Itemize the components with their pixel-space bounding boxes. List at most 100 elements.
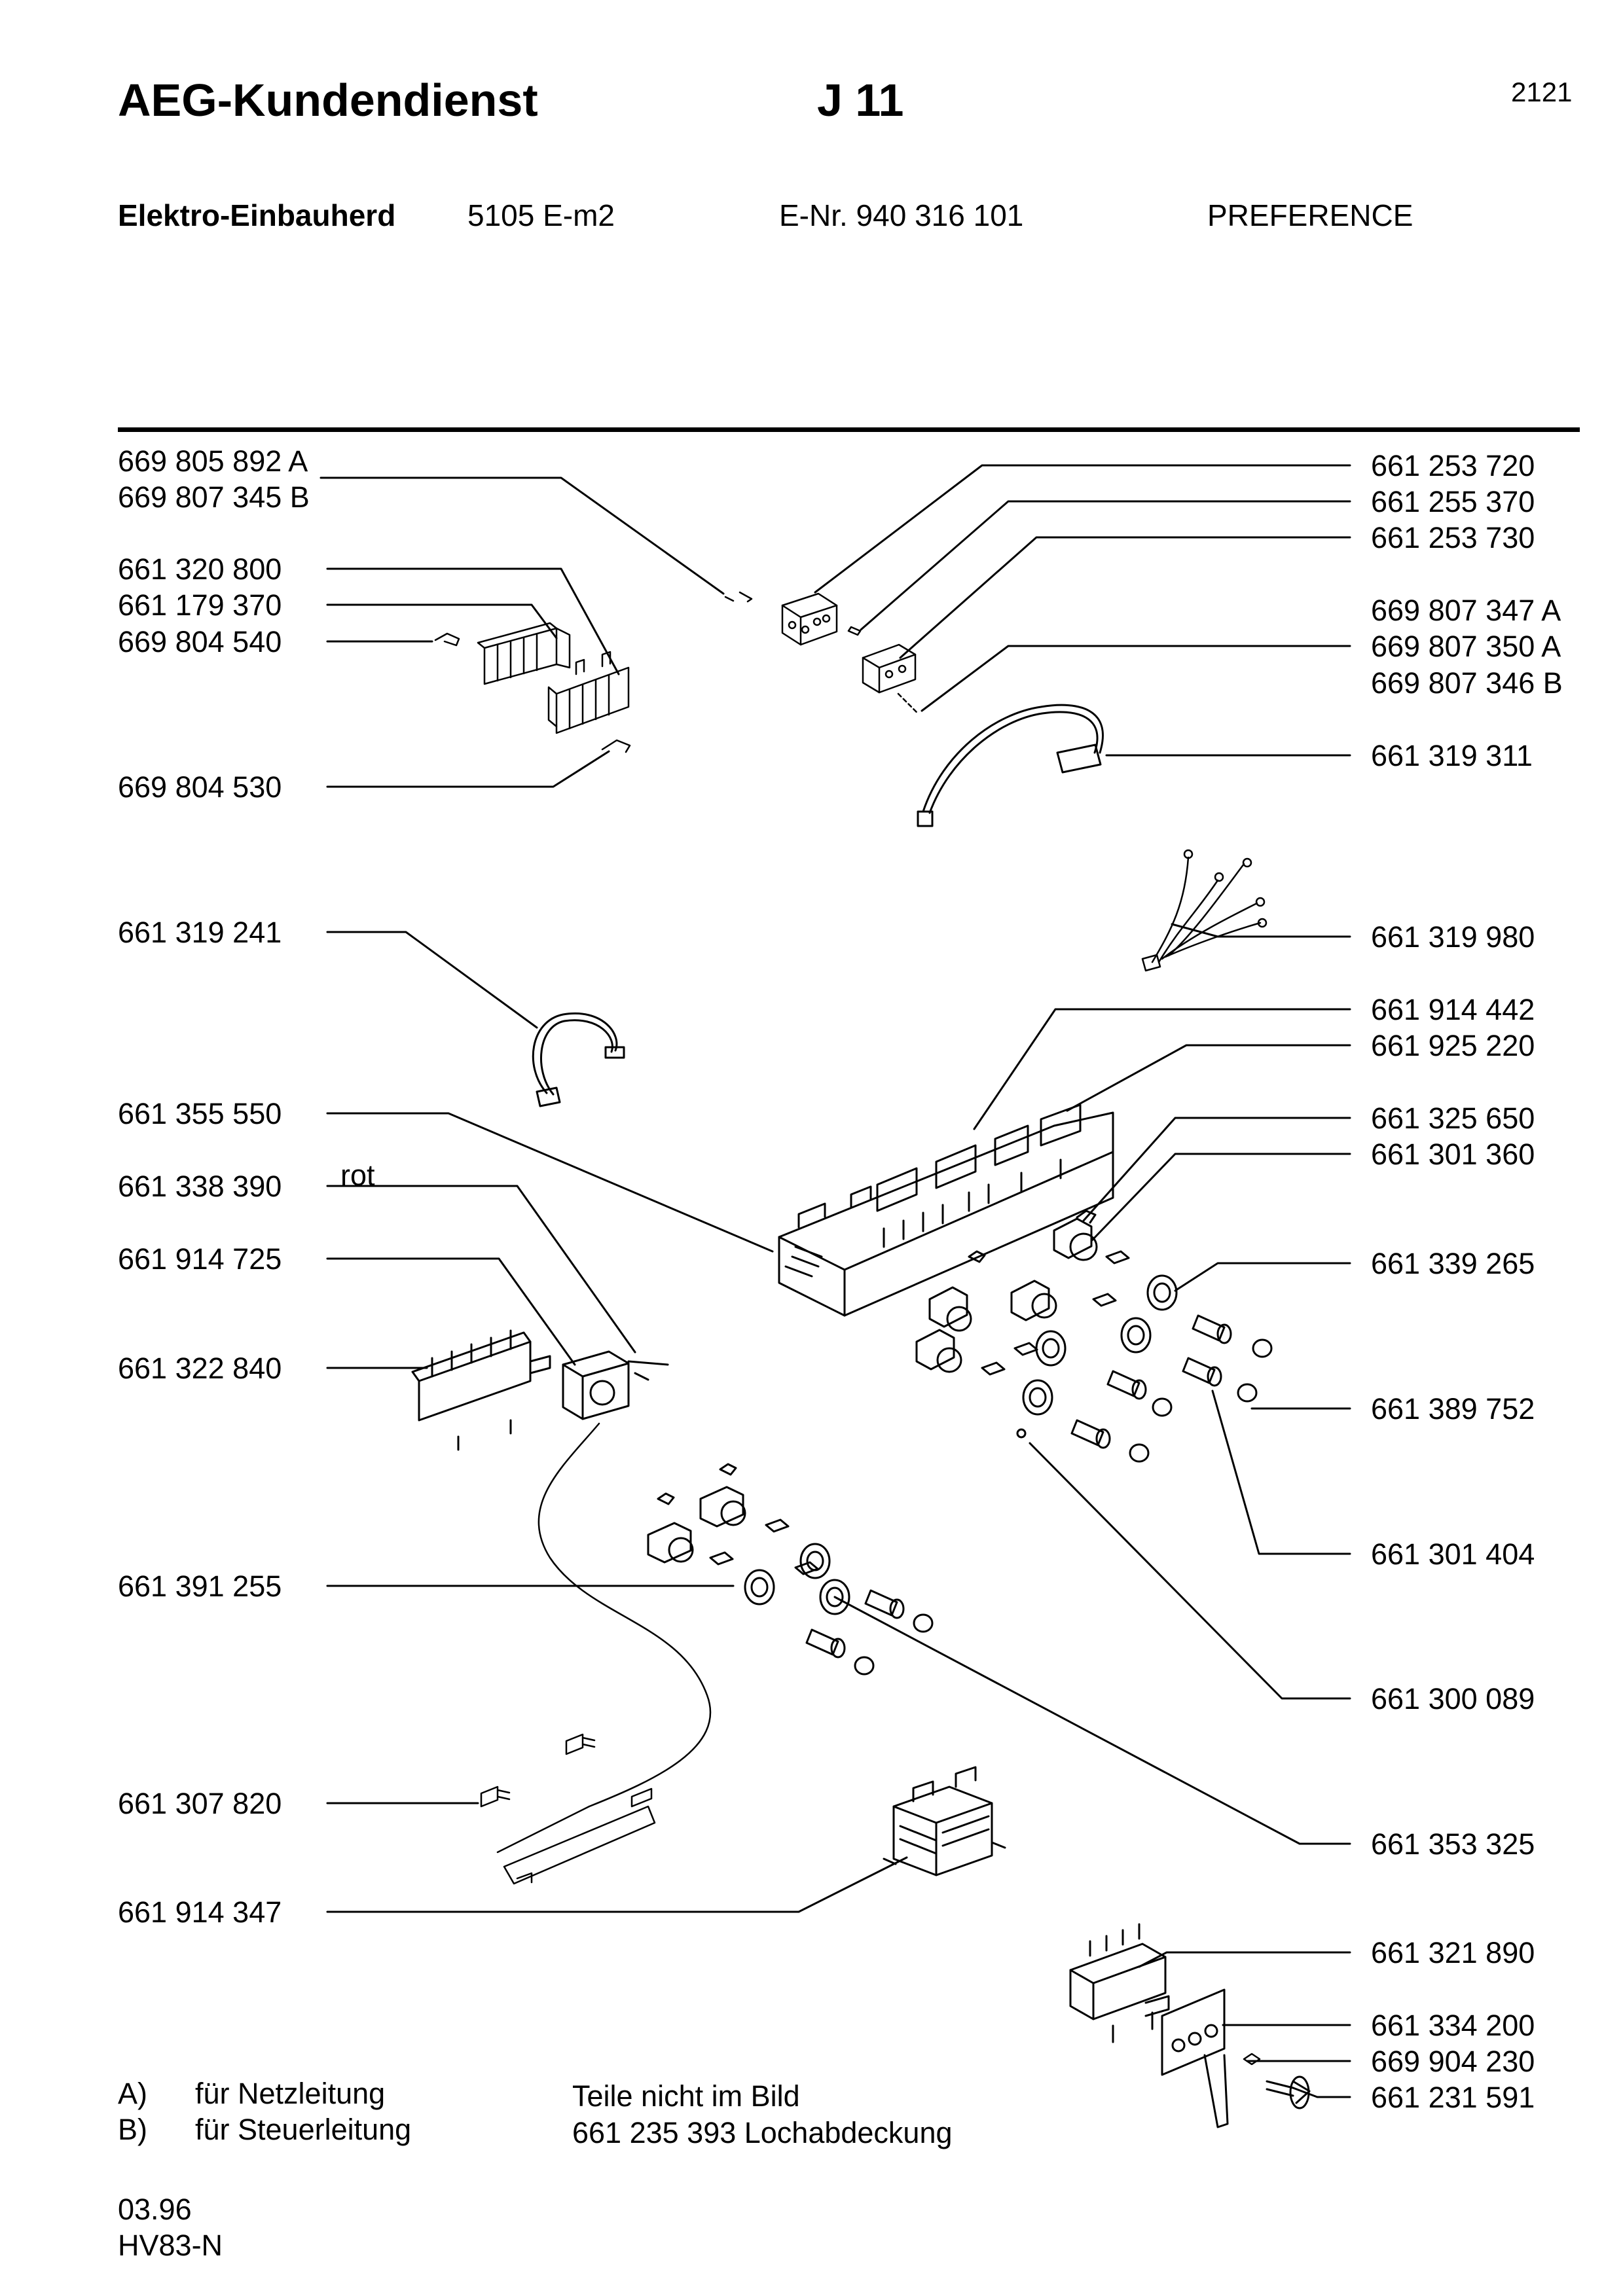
leader-line [899, 536, 1351, 659]
part-connector-pin [847, 626, 862, 636]
part-label-left: 661 322 840 [118, 1352, 282, 1385]
part-label-right: 669 807 347 A [1371, 594, 1561, 627]
note-b-key: B) [118, 2113, 147, 2146]
footer-date: 03.96 [118, 2193, 192, 2226]
not-shown-item: 661 235 393 Lochabdeckung [572, 2116, 953, 2149]
part-label-right: 661 389 752 [1371, 1392, 1535, 1426]
part-knob-rings [744, 1274, 1178, 1615]
part-label-left: 661 914 347 [118, 1895, 282, 1929]
leader-lines-left [319, 476, 908, 1913]
part-label-right: 661 253 730 [1371, 521, 1535, 554]
part-connector-block [781, 592, 838, 646]
leader-line [326, 1112, 774, 1253]
part-label-left: 669 805 892 A [118, 444, 308, 478]
leader-line [921, 645, 1351, 712]
part-knob-screw [1266, 2075, 1311, 2109]
part-label-right: 661 301 404 [1371, 1537, 1535, 1571]
note-a-key: A) [118, 2077, 147, 2110]
part-label-right: 669 807 350 A [1371, 630, 1561, 663]
leader-line [833, 1596, 1351, 1845]
part-label-right: 661 325 650 [1371, 1102, 1535, 1135]
leader-line [1292, 2087, 1351, 2098]
part-washer [1243, 2053, 1261, 2066]
part-ribbon-cable [917, 704, 1104, 827]
part-terminal-small [724, 591, 753, 603]
part-label-right: 661 253 720 [1371, 449, 1535, 482]
part-terminal-dashed [897, 692, 919, 715]
part-label-right: 661 300 089 [1371, 1682, 1535, 1715]
leader-line [326, 567, 620, 675]
part-label-left: 661 179 370 [118, 588, 282, 622]
part-label-left: 661 355 550 [118, 1097, 282, 1130]
leader-line [1066, 1044, 1351, 1112]
leader-line [326, 1185, 636, 1354]
part-connector-housing [862, 643, 917, 694]
footer-code: HV83-N [118, 2229, 223, 2262]
leader-line [326, 1856, 908, 1913]
part-label-left: 661 391 255 [118, 1570, 282, 1603]
e-number: E-Nr. 940 316 101 [779, 198, 1024, 232]
part-label-left: 661 319 241 [118, 916, 282, 949]
part-label-right: 661 925 220 [1371, 1029, 1535, 1062]
leader-line [1091, 1153, 1351, 1242]
leader-line [973, 1008, 1351, 1130]
leader-line [1138, 1951, 1351, 1968]
header-rule [118, 427, 1580, 432]
part-label-right: 661 319 980 [1371, 920, 1535, 954]
leader-line [1082, 1117, 1351, 1222]
leader-line [1211, 1390, 1351, 1555]
part-flat-terminal [434, 632, 631, 753]
part-temperature-probe [496, 1422, 712, 1885]
part-control-board [778, 1103, 1114, 1317]
part-label-left: 661 320 800 [118, 552, 282, 586]
part-label-right: 661 339 265 [1371, 1247, 1535, 1280]
part-label-right: 661 321 890 [1371, 1936, 1535, 1969]
leader-line [326, 1257, 576, 1366]
note-a-text: für Netzleitung [195, 2077, 386, 2110]
part-label-left: 669 804 540 [118, 625, 282, 658]
leader-line [326, 931, 538, 1029]
leader-lines-right [814, 464, 1351, 2098]
part-label-left: 661 914 725 [118, 1242, 282, 1276]
part-label-right: 661 231 591 [1371, 2081, 1535, 2114]
part-label-left: 661 307 820 [118, 1787, 282, 1820]
part-selector-switch [1069, 1923, 1170, 2043]
part-label-left: 661 338 390 [118, 1170, 282, 1203]
part-label-right: 661 914 442 [1371, 993, 1535, 1026]
part-label-right: 661 255 370 [1371, 485, 1535, 518]
leader-line [326, 750, 610, 788]
part-terminal-block [547, 651, 630, 734]
leader-line [860, 500, 1351, 631]
leader-line [319, 476, 725, 595]
part-label-right: 661 301 360 [1371, 1138, 1535, 1171]
part-rotary-switch [411, 1329, 551, 1451]
part-label-right: 661 334 200 [1371, 2009, 1535, 2042]
note-b-text: für Steuerleitung [195, 2113, 412, 2146]
leader-line [814, 464, 1351, 594]
part-label-left: 669 804 530 [118, 770, 282, 804]
brand-title: AEG-Kundendienst [118, 75, 538, 126]
leader-line [1174, 1262, 1351, 1292]
part-label-right: 661 353 325 [1371, 1827, 1535, 1861]
leader-line [326, 603, 558, 639]
page-number: 2121 [1511, 77, 1573, 107]
part-caps [854, 1338, 1273, 1676]
part-flat-ribbon [532, 1013, 625, 1107]
part-label-right: 661 319 311 [1371, 739, 1533, 772]
part-switch-group-lower [647, 1463, 831, 1579]
part-terminal-strip [477, 622, 571, 685]
part-wire-harness [1141, 849, 1267, 972]
part-spindles [805, 1314, 1232, 1659]
part-thermostat-body [562, 1350, 669, 1420]
model-number: 5105 E-m2 [467, 198, 615, 232]
part-terminal-plug [480, 1733, 596, 1808]
part-label-right: 669 807 346 B [1371, 666, 1563, 700]
leader-line [1029, 1442, 1351, 1700]
part-label-left: 669 807 345 B [118, 480, 310, 514]
part-transformer [883, 1766, 1006, 1876]
product-type: Elektro-Einbauherd [118, 198, 396, 232]
product-line: PREFERENCE [1207, 198, 1413, 232]
part-mounting-bracket [1161, 1988, 1229, 2128]
part-label-right: 669 904 230 [1371, 2045, 1535, 2078]
